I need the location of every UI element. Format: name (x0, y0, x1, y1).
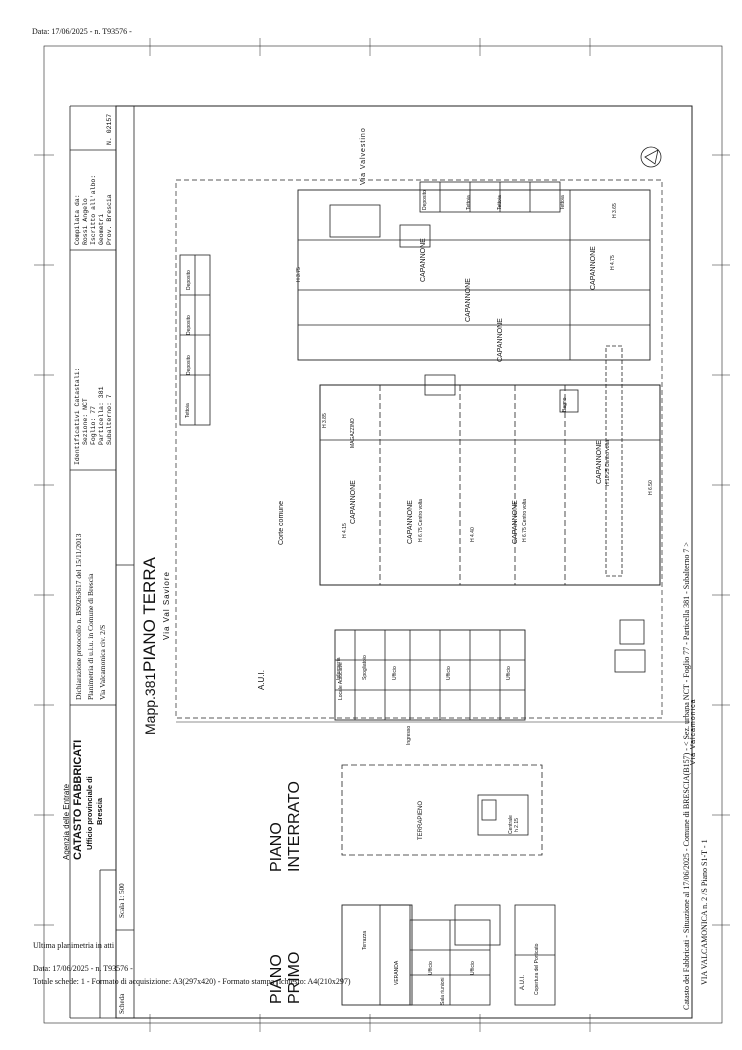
deposito-2: Deposito (186, 315, 192, 335)
compilata-albo: Geometri (98, 213, 105, 245)
deposito-1: Deposito (186, 355, 192, 375)
piano-interrato-label: PIANO INTERRATO (268, 781, 303, 872)
spogliatoio: Spogliatoio (362, 655, 368, 680)
identifiers-particella: Particella: 381 (98, 386, 105, 445)
identifiers-sezione: Sezione: NCT (82, 398, 89, 445)
h440: H 4.40 (470, 527, 476, 542)
declaration-line1: Dichiarazione protocollo n. BS0263617 de… (74, 533, 83, 700)
scheda-label: Scheda (118, 993, 126, 1014)
scale-label: Scala 1: 500 (118, 883, 126, 918)
aui-primo: A.U.I. (520, 974, 526, 990)
compilata-num: N. 02157 (106, 113, 113, 145)
tettoia-4: Tettoia (560, 195, 566, 210)
tettoia-2: Tettoia (466, 195, 472, 210)
sala-riunioni: Sala riunioni (440, 977, 446, 1005)
ufficio-primo-1: Ufficio (428, 961, 434, 975)
compilata-title: Compilata da: (74, 194, 81, 245)
identifiers-foglio: Foglio: 77 (90, 405, 97, 445)
declaration-line3: Via Valcamonica civ. 2/S (98, 624, 107, 700)
infermeria: Infermeria (336, 657, 342, 680)
catasto-fabbricati: CATASTO FABBRICATI (72, 739, 84, 860)
sheet-frame (43, 45, 723, 1024)
compilata-iscritto: Iscritto all'albo: (90, 174, 97, 245)
h475: H 4.75 (610, 255, 616, 270)
h415: H 4.15 (342, 523, 348, 538)
deposito-4: Deposito (422, 190, 428, 210)
via-val-saviore: Via Val Saviore (162, 571, 171, 640)
capannone-6: CAPANNONE (407, 500, 414, 544)
magazzino: MAGAZZINO (350, 418, 356, 448)
capannone-3: CAPANNONE (497, 318, 504, 362)
h385: H 3.85 (322, 413, 328, 428)
ufficio-2: Ufficio (446, 666, 452, 680)
side-line1: Catasto dei Fabbricati - Situazione al 1… (682, 542, 691, 1010)
ufficio-3: Ufficio (506, 666, 512, 680)
ufficio-1: Ufficio (392, 666, 398, 680)
compilata-name: Rossi Angelo (82, 198, 89, 245)
capannone-7: CAPANNONE (512, 500, 519, 544)
header-text: Data: 17/06/2025 - n. T93576 - (32, 27, 132, 36)
capannone-8: CAPANNONE (596, 440, 603, 484)
declaration-line2: Planimetria di u.i.u. in Comune di Bresc… (86, 573, 95, 700)
side-line2: VIA VALCAMONICA n. 2 /S Piano S1-T - 1 (700, 839, 709, 985)
footer-line1: Ultima planimetria in atti (33, 941, 115, 950)
h215: h 2.15 (514, 818, 520, 832)
capannone-1: CAPANNONE (420, 238, 427, 282)
deposito-3: Deposito (186, 270, 192, 290)
piano-terra-label: PIANO TERRA (140, 557, 159, 672)
corte-comune: Corte comune (278, 501, 285, 545)
veranda: VERANDA (394, 960, 400, 985)
copertura-porticato: Copertura del Porticato (534, 943, 540, 995)
h375: H 3.75 (296, 267, 302, 282)
agency-name: Agenzia delle Entrate (62, 783, 71, 860)
footer-line3: Totale schede: 1 - Formato di acquisizio… (33, 977, 351, 986)
capannone-2: CAPANNONE (465, 278, 472, 322)
capannone-6-height: H 6.75 Centro volta (418, 498, 424, 542)
ingresso: Ingresso (406, 725, 412, 745)
capannone-7-height: H 6.75 Centro volta (522, 498, 528, 542)
identifiers-subalterno: Subalterno: 7 (106, 394, 113, 445)
via-valcamonica: Via Valcamonica (690, 698, 697, 766)
capannone-4: CAPANNONE (590, 246, 597, 290)
capannone-5: CAPANNONE (350, 480, 357, 524)
ufficio-provinciale: Ufficio provinciale di (85, 776, 94, 850)
tettoia-3: Tettoia (497, 195, 503, 210)
capannone-8-height: H 10.25 Centro volta (605, 440, 611, 486)
footer-line2: Data: 17/06/2025 - n. T93576 - (33, 964, 133, 973)
ufficio-city: Brescia (95, 797, 104, 825)
bagno-1: Bagno (562, 397, 568, 412)
ufficio-primo-2: Ufficio (470, 961, 476, 975)
tettoia-1: Tettoia (185, 403, 191, 418)
terrapieno: TERRAPIENO (418, 800, 424, 840)
h650: H 6.50 (648, 480, 654, 495)
aui-label: A.U.I. (257, 669, 266, 690)
h365: H 3.65 (612, 203, 618, 218)
terrazza: Terrazza (362, 930, 368, 950)
compilata-prov: Prov. Brescia (106, 194, 113, 245)
identifiers-title: Identificativi Catastali: (74, 367, 81, 465)
mapp-label: Mapp.381 (142, 672, 158, 735)
via-valvestino: Via Valvestino (360, 127, 367, 185)
